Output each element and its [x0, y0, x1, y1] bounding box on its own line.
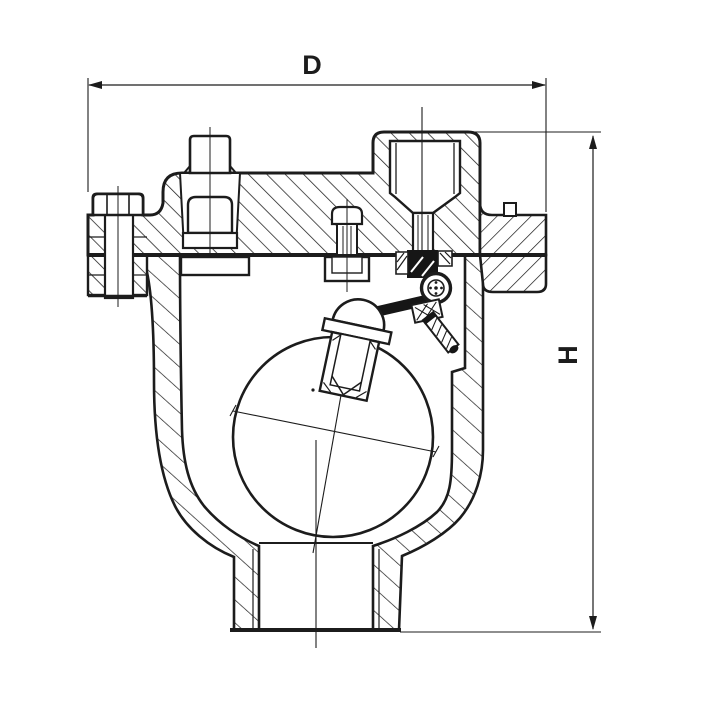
plug-hatch-tick	[355, 391, 367, 399]
valve-body-section	[131, 253, 485, 632]
seat-gusset-left	[395, 251, 409, 275]
float-plug	[318, 298, 393, 403]
diameter-end-tick	[229, 404, 237, 417]
seat-slash	[410, 256, 424, 273]
cover-right-flange	[478, 202, 548, 257]
cover-plug	[178, 127, 251, 277]
outlet-port	[388, 139, 462, 254]
dimension-label-D: D	[302, 50, 322, 80]
plug-bore	[329, 333, 372, 392]
dimension-label-H: H	[553, 345, 583, 365]
flange-bolt-assembly	[88, 186, 147, 307]
body-left-wall	[131, 253, 261, 632]
ball-center-mark	[311, 388, 315, 392]
plug-hatch-tick	[323, 382, 332, 393]
dimension-D: D	[87, 50, 547, 212]
seat-gusset-right	[437, 250, 453, 267]
pivot-wheel	[419, 271, 453, 305]
plug-flare	[229, 165, 237, 174]
cover-stud	[323, 199, 371, 292]
plug-boss-under-cover	[179, 255, 251, 277]
plug-hatch-tick	[332, 334, 342, 341]
plug-hatch-tick	[369, 340, 376, 350]
plug-flare	[183, 165, 191, 174]
port-bore	[388, 139, 462, 215]
body-right-flange	[478, 253, 548, 294]
plug-dome	[331, 298, 386, 333]
pivot-lower-arm	[421, 310, 460, 354]
plug-cone-line	[331, 375, 344, 396]
seat-slash	[421, 260, 435, 277]
bolt-shank	[103, 210, 135, 300]
body-right-wall	[371, 253, 485, 632]
dimension-H: H	[400, 131, 601, 633]
diameter-end-tick	[432, 445, 440, 458]
cover-top-lug	[503, 202, 517, 217]
port-throat	[411, 211, 435, 254]
plug-cone-line	[342, 381, 362, 396]
centerlines	[229, 107, 440, 648]
